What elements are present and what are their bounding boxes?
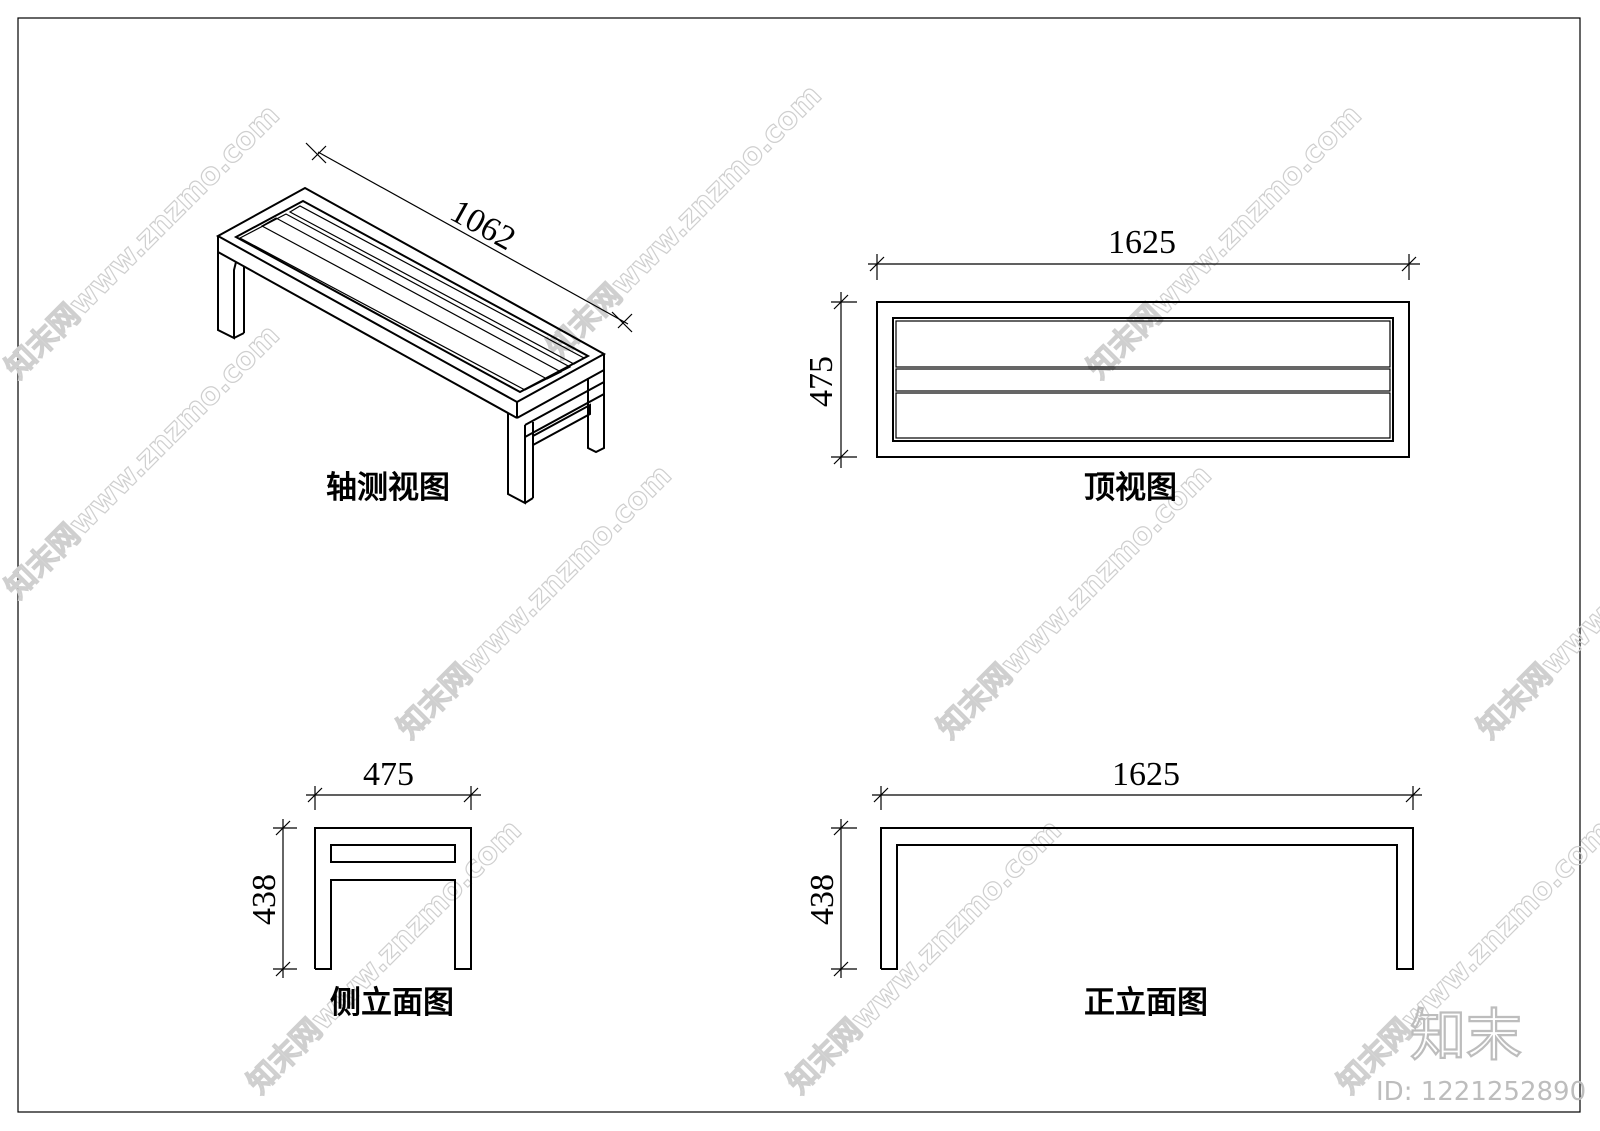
- extension-line: [305, 142, 327, 164]
- bench-leg: [233, 332, 245, 339]
- dimension-label: 1062: [444, 193, 521, 258]
- dimension-tick: [1401, 256, 1417, 272]
- bench-front-outline: [880, 827, 1414, 970]
- dimension-line: [317, 151, 629, 325]
- bench-seat-top: [215, 186, 607, 404]
- watermark-text: 知末网www.znzmo.com: [781, 813, 1069, 1101]
- dimension-tick: [869, 256, 885, 272]
- drawing-border: [17, 17, 1581, 1113]
- seat-slat: [260, 217, 563, 380]
- view-caption: 顶视图: [1084, 470, 1177, 506]
- seat-side-edge: [516, 369, 605, 419]
- bench-leg: [217, 252, 237, 340]
- dimension-label: 475: [803, 356, 840, 407]
- watermark-text: 知末网www.znzmo.com: [541, 78, 829, 366]
- dimension-tick: [1405, 787, 1421, 803]
- axonometric-view: 1062 轴测视图: [215, 142, 633, 506]
- seat-slat: [288, 205, 586, 365]
- dimension-label: 1625: [1112, 756, 1180, 793]
- dimension-tick: [307, 787, 323, 803]
- seat-inner-frame: [892, 317, 1394, 442]
- view-caption: 侧立面图: [330, 985, 454, 1021]
- front-elevation-view: 1625 438 正立面图: [804, 756, 1422, 1021]
- bench-leg: [507, 413, 526, 505]
- watermark-text: 知末网www.znzmo.com: [241, 813, 529, 1101]
- brand-logo: 知末: [1410, 1004, 1522, 1069]
- image-id: ID: 1221252890: [1376, 1077, 1586, 1107]
- seat-inner-frame: [233, 199, 591, 394]
- dimension-tick: [833, 820, 849, 836]
- seat-slat: [895, 368, 1391, 392]
- dimension-label: 475: [363, 756, 414, 793]
- extension-line: [611, 311, 633, 333]
- watermark-layer: 知末网www.znzmo.com 知末网www.znzmo.com 知末网www…: [0, 77, 1600, 1101]
- seat-front-edge: [217, 251, 518, 419]
- bench-leg: [524, 497, 534, 504]
- dimension-tick: [833, 449, 849, 465]
- seat-slat: [238, 213, 572, 391]
- seat-slat: [895, 320, 1391, 368]
- dimension-tick: [617, 313, 633, 329]
- dimension-tick: [833, 294, 849, 310]
- side-elevation-view: 475 438 侧立面图: [246, 756, 481, 1021]
- side-stretcher: [532, 403, 591, 446]
- side-stretcher: [330, 844, 456, 863]
- bench-leg: [587, 370, 605, 454]
- dimension-label: 438: [804, 874, 841, 925]
- dimension-tick: [833, 961, 849, 977]
- bench-outline-top: [876, 301, 1410, 458]
- seat-slat: [895, 392, 1391, 439]
- view-caption: 正立面图: [1084, 985, 1208, 1021]
- dimension-label: 1625: [1108, 224, 1176, 261]
- dimension-tick: [275, 820, 291, 836]
- dimension-tick: [463, 787, 479, 803]
- top-view: 1625 475 顶视图: [803, 224, 1420, 506]
- watermark-text: 知末网www.znzmo.com: [1471, 458, 1600, 746]
- dimension-tick: [275, 961, 291, 977]
- dimension-tick: [311, 145, 327, 161]
- view-caption: 轴测视图: [326, 470, 450, 506]
- dimension-tick: [873, 787, 889, 803]
- bench-side-outline: [314, 827, 472, 970]
- dimension-label: 438: [246, 874, 283, 925]
